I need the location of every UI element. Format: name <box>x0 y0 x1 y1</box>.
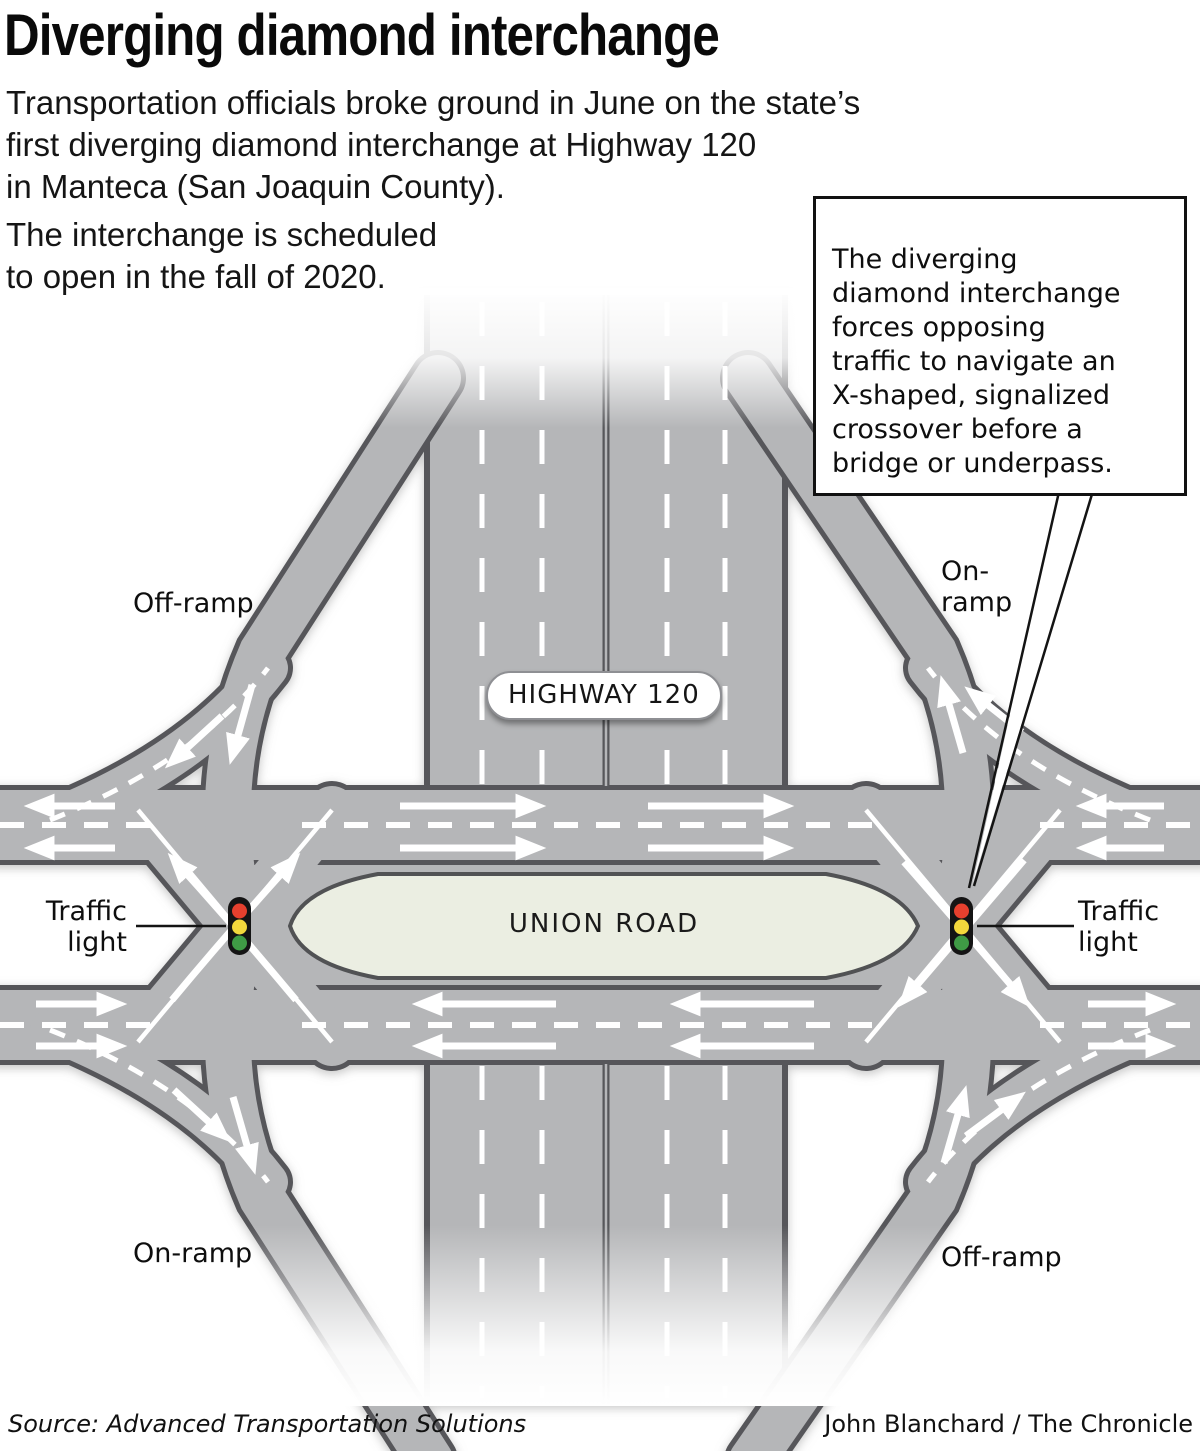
callout-text: The diverging diamond interchange forces… <box>832 244 1121 479</box>
green-light <box>232 935 247 951</box>
source-credit: Source: Advanced Transportation Solution… <box>8 1410 527 1438</box>
schedule-text: The interchange is scheduled to open in … <box>6 216 438 295</box>
traffic-direction-arrows <box>23 675 1177 1175</box>
label-traffic-light-left: Traffic light <box>45 896 127 958</box>
yellow-light <box>232 919 247 935</box>
highway-120-badge: HIGHWAY 120 <box>486 671 722 720</box>
label-on-ramp-top-right: On- ramp <box>941 556 1013 618</box>
label-off-ramp-top-left: Off-ramp <box>133 588 254 619</box>
traffic-light-right-icon <box>950 897 973 955</box>
union-road-label: UNION ROAD <box>508 909 700 939</box>
intro-text: Transportation officials broke ground in… <box>6 84 861 205</box>
red-light <box>232 903 247 919</box>
callout-tail <box>967 460 1104 889</box>
ramp-merge-dashes <box>49 666 1151 1184</box>
highway-fade-bottom <box>0 1225 1200 1406</box>
red-light <box>954 903 969 919</box>
yellow-light <box>954 919 969 935</box>
callout-box: The diverging diamond interchange forces… <box>813 196 1187 496</box>
union-road-island <box>287 872 921 980</box>
label-off-ramp-bottom-right: Off-ramp <box>941 1242 1062 1273</box>
label-traffic-light-right: Traffic light <box>1078 896 1160 958</box>
page-title: Diverging diamond interchange <box>4 3 720 68</box>
author-credit: John Blanchard / The Chronicle <box>824 1410 1193 1438</box>
label-on-ramp-bottom-left: On-ramp <box>133 1238 253 1269</box>
traffic-light-left-icon <box>228 897 251 955</box>
green-light <box>954 935 969 951</box>
